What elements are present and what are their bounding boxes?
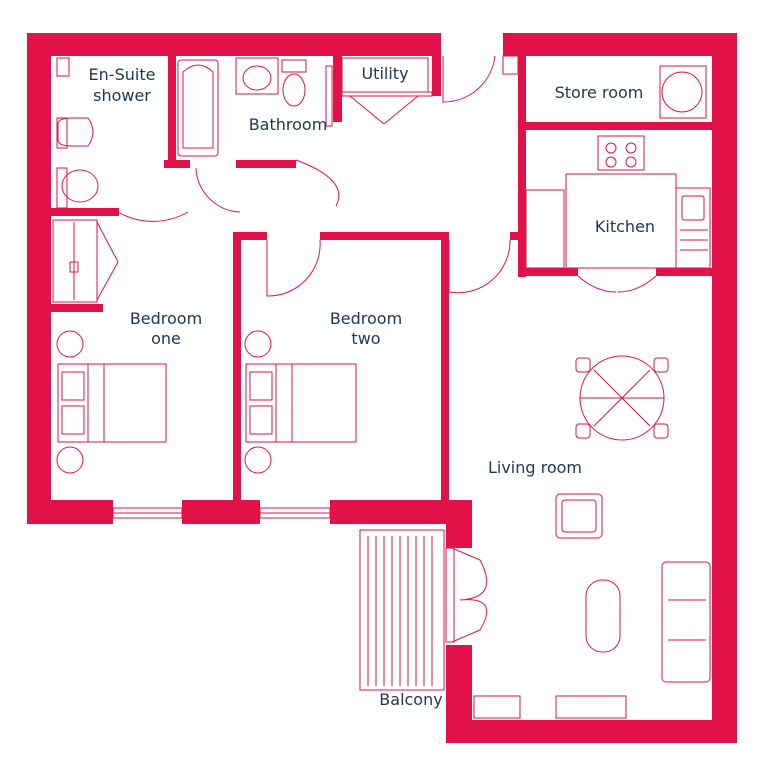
bedroom-one-label-line1: Bedroom bbox=[130, 309, 202, 328]
interior-walls bbox=[51, 56, 712, 500]
fixtures bbox=[52, 55, 711, 719]
bedroom-two-label-line1: Bedroom bbox=[330, 309, 402, 328]
ensuite-label-line2: shower bbox=[93, 86, 151, 105]
utility-label: Utility bbox=[361, 64, 408, 83]
bedroom-one-label-line2: one bbox=[151, 329, 181, 348]
bathroom-label: Bathroom bbox=[249, 115, 328, 134]
kitchen-label: Kitchen bbox=[595, 217, 655, 236]
bedroom-two-label-line2: two bbox=[351, 329, 380, 348]
ensuite-label-line1: En-Suite bbox=[89, 65, 156, 84]
exterior-walls bbox=[27, 33, 737, 743]
room-labels: En-Suite shower Bathroom Utility Store r… bbox=[89, 64, 656, 709]
balcony-slats bbox=[367, 536, 433, 686]
balcony-label: Balcony bbox=[379, 690, 442, 709]
store-room-label: Store room bbox=[555, 83, 644, 102]
living-room-label: Living room bbox=[488, 458, 582, 477]
